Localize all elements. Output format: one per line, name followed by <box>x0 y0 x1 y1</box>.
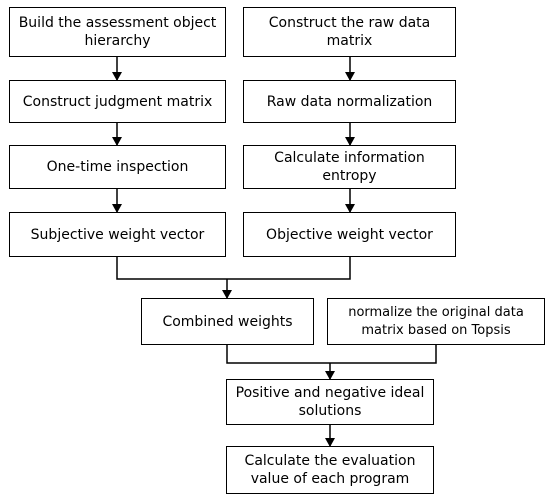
box-subjective-weight-label: Subjective weight vector <box>30 226 205 243</box>
box-raw-data-matrix: Construct the raw data matrix <box>243 7 456 57</box>
box-information-entropy-label: Calculate information entropy <box>274 150 425 184</box>
box-ideal-solutions: Positive and negative ideal solutions <box>226 379 434 425</box>
box-one-time-inspection-label: One-time inspection <box>46 159 189 175</box>
box-ideal-solutions-label: Positive and negative ideal solutions <box>235 385 425 419</box>
box-objective-weight-label: Objective weight vector <box>266 226 433 243</box>
box-combined-weights-label: Combined weights <box>162 313 293 330</box>
box-build-hierarchy-label: Build the assessment object hierarchy <box>18 15 217 49</box>
box-evaluation-value: Calculate the evaluation value of each p… <box>226 446 434 494</box>
box-information-entropy: Calculate information entropy <box>243 145 456 189</box>
box-combined-weights: Combined weights <box>141 298 314 345</box>
merge-topsis-connector <box>226 345 437 364</box>
box-objective-weight: Objective weight vector <box>243 212 456 257</box>
merge-weights-connector <box>116 257 351 280</box>
box-raw-data-normalization-label: Raw data normalization <box>266 93 433 110</box>
box-judgment-matrix: Construct judgment matrix <box>9 80 226 123</box>
box-build-hierarchy: Build the assessment object hierarchy <box>9 7 226 57</box>
box-one-time-inspection: One-time inspection <box>9 145 226 189</box>
box-topsis-normalize-label: normalize the original data matrix based… <box>348 304 524 338</box>
box-judgment-matrix-label: Construct judgment matrix <box>22 93 213 110</box>
box-subjective-weight: Subjective weight vector <box>9 212 226 257</box>
box-topsis-normalize: normalize the original data matrix based… <box>327 298 545 345</box>
box-raw-data-normalization: Raw data normalization <box>243 80 456 123</box>
box-evaluation-value-label: Calculate the evaluation value of each p… <box>244 453 416 487</box>
box-raw-data-matrix-label: Construct the raw data matrix <box>268 15 431 49</box>
